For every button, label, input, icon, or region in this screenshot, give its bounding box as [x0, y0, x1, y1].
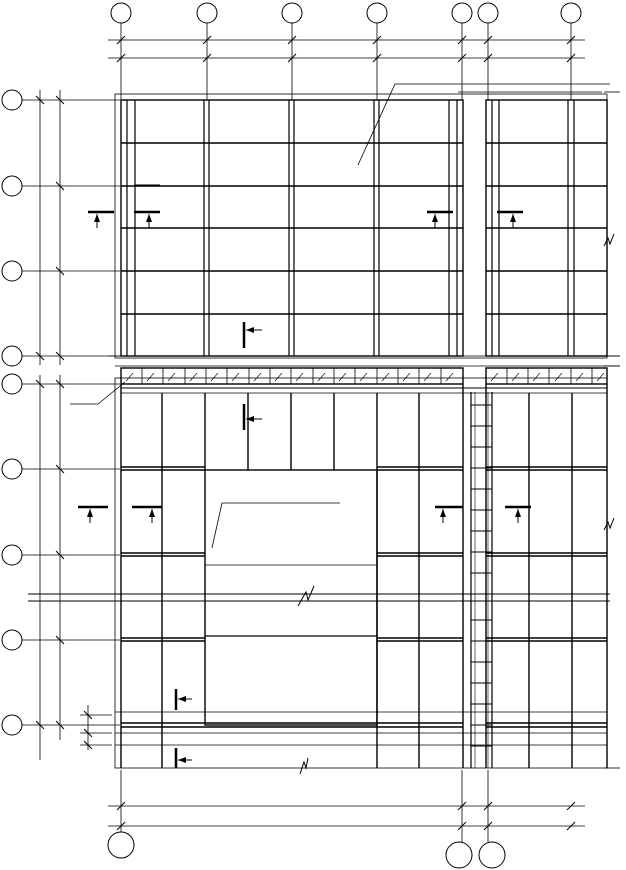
left-dimension-lines — [35, 90, 112, 760]
top-axis-bubbles — [110, 2, 582, 24]
axis-bubble — [1, 260, 23, 282]
axis-bubble — [1, 714, 23, 736]
lower-panel — [28, 377, 610, 769]
axis-bubble — [366, 2, 388, 24]
axis-bubble — [1, 373, 23, 395]
axis-bubble — [1, 458, 23, 480]
axis-bubble — [1, 544, 23, 566]
axis-bubble — [281, 2, 303, 24]
upper-panel — [108, 83, 620, 359]
axis-bubble — [1, 629, 23, 651]
axis-bubble — [1, 345, 23, 367]
dimension-lines — [108, 35, 585, 831]
axis-bubble — [445, 841, 473, 869]
axis-bubble — [110, 2, 132, 24]
axis-bubble — [1, 89, 23, 111]
axis-bubble — [478, 841, 506, 869]
right-edge-ticks — [604, 91, 620, 769]
axis-leaders — [22, 23, 572, 842]
grating-band — [70, 365, 620, 405]
axis-bubble — [196, 2, 218, 24]
left-axis-bubbles — [1, 89, 23, 736]
axis-bubble — [477, 2, 499, 24]
axis-bubble — [451, 2, 473, 24]
axis-bubble — [1, 175, 23, 197]
axis-bubble — [560, 2, 582, 24]
axis-bubble — [107, 831, 135, 859]
section-markers — [78, 210, 531, 768]
bottom-axis-bubbles — [107, 831, 506, 869]
break-symbols — [297, 233, 615, 775]
ladder — [470, 392, 493, 768]
